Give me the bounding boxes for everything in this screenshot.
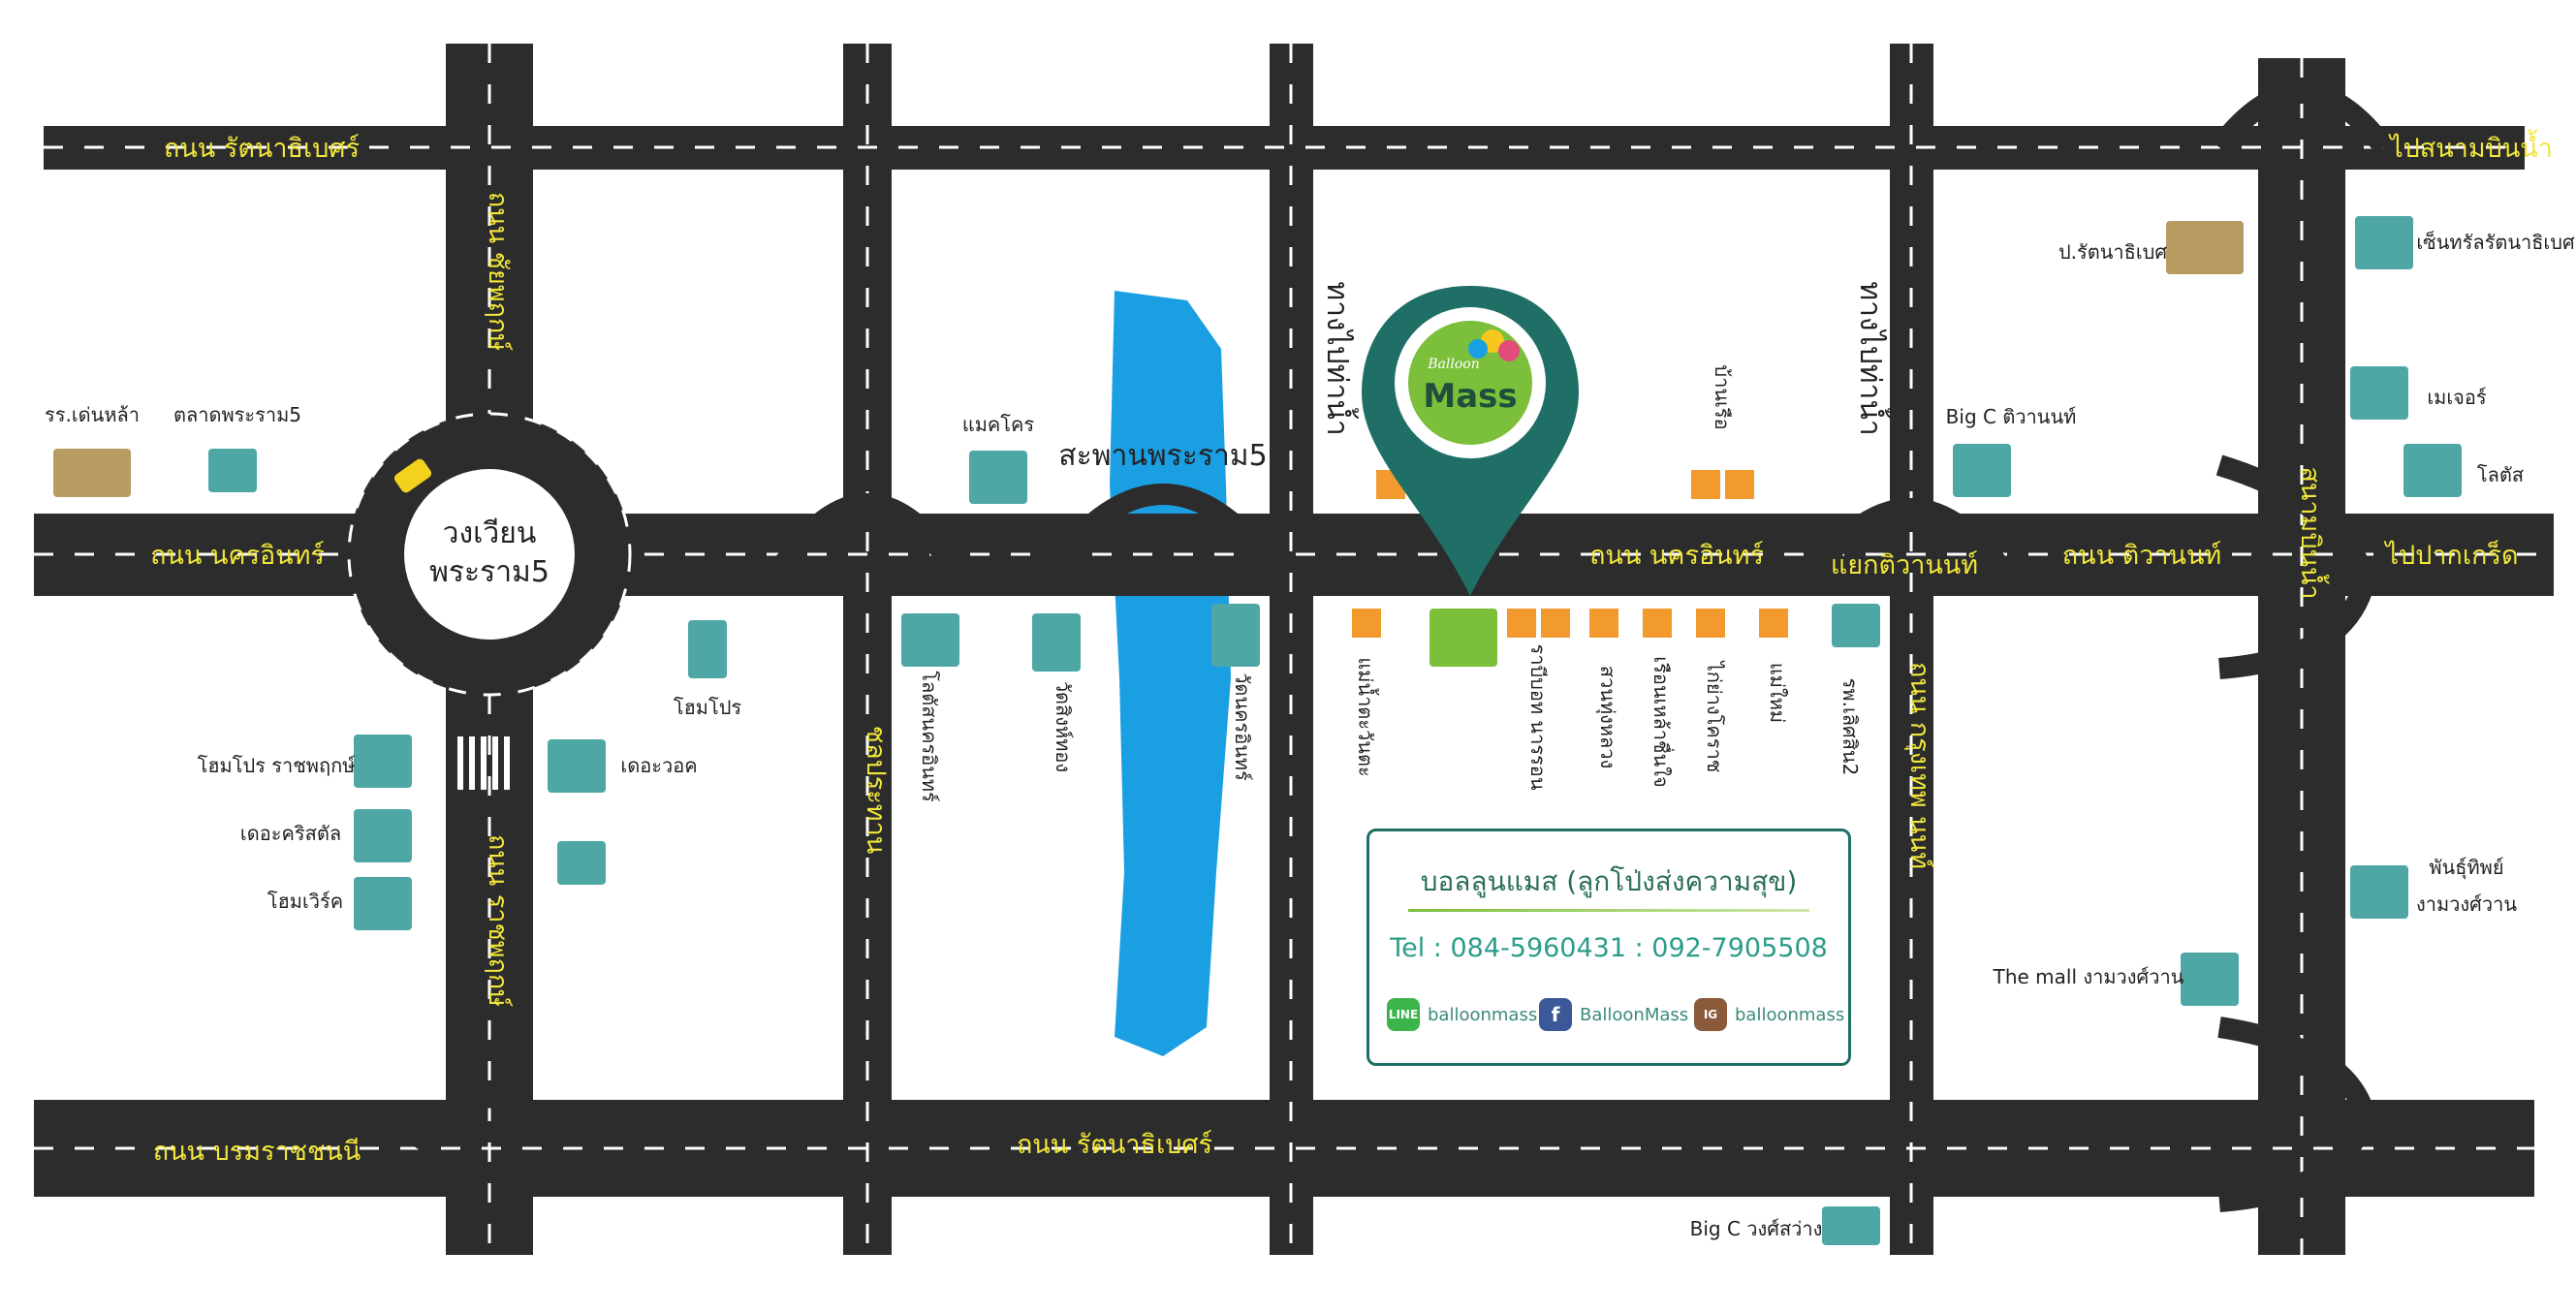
market-icon [2166, 221, 2244, 274]
overpasses [408, 82, 2393, 1212]
label-suan: สวนทุ่งหลวง [1595, 666, 1619, 769]
road-label-krungthep-nonthaburi: ถนน กรุงเทพ นนท์ [1903, 662, 1935, 869]
road-label-tiwanon-junction: แยกติวานนท์ [1831, 549, 1978, 580]
crosswalk [457, 736, 510, 790]
pin-brand: Mass [1423, 377, 1517, 416]
roundabout-center [404, 469, 575, 640]
label-ruen: เรือนเหล้าชื่นใจ [1649, 656, 1675, 788]
instagram-link[interactable]: IG balloonmass [1694, 996, 1844, 1033]
road-label-ratthanathibet-bottom: ถนน รัตนาธิเบศร์ [1017, 1129, 1212, 1160]
label-hospital: รพ.เลิศสิน2 [1838, 678, 1862, 776]
label-school: รร.เด่นหล้า [45, 403, 140, 426]
label-wat-nakhon: วัดนครอินทร์ [1231, 673, 1254, 781]
instagram-id: balloonmass [1735, 1004, 1845, 1025]
road-label-sanambinnam-v: สนามบินน้ำ [2295, 466, 2330, 599]
road-label-tiwanon: ถนน ติวานนท์ [2062, 540, 2221, 571]
label-makro: แมคโคร [962, 413, 1035, 436]
label-ngamwong: งามวงศ์วาน [2416, 892, 2517, 916]
facebook-icon: f [1539, 998, 1572, 1031]
to-pier-label-1: ทางไปท่าน้ำ [1320, 281, 1359, 435]
shop-icons [1352, 470, 1788, 638]
label-lotus: โลตัส [2477, 463, 2524, 486]
road-to-pier-1 [1270, 44, 1313, 1255]
road-chonprathan [843, 44, 892, 1255]
line-link[interactable]: LINE balloonmass [1387, 996, 1537, 1033]
label-bigc-wong: Big C วงศ์สว่าง [1690, 1217, 1823, 1240]
school-icon [53, 449, 131, 497]
road-label-nakhon-in-left: ถนน นครอินทร์ [150, 540, 325, 571]
label-crystal: เดอะคริสตัล [240, 822, 341, 845]
divider [1408, 909, 1809, 912]
road-label-ratchaphruek: ถนน ราชพฤกษ์ [483, 834, 514, 1008]
label-the-walk: เดอะวอค [620, 754, 697, 777]
line-id: balloonmass [1428, 1004, 1538, 1025]
road-label-ratthanathibet-top: ถนน รัตนาธิเบศร์ [164, 133, 360, 164]
label-bigc-tiwanon: Big C ติวานนท์ [1946, 405, 2077, 428]
label-major: เมเจอร์ [2427, 386, 2487, 409]
roundabout-line2: พระราม5 [429, 555, 550, 589]
label-market: ตลาดพระราม5 [173, 403, 301, 426]
contact-tel[interactable]: Tel : 084-5960431 : 092-7905508 [1390, 933, 1828, 963]
river [1110, 291, 1231, 1056]
label-homepro: โฮมโปร [674, 696, 742, 719]
facebook-id: BalloonMass [1580, 1004, 1689, 1025]
label-ratthana-market: ป.รัตนาธิเบศ [2058, 240, 2167, 264]
pin-small-label: Balloon [1427, 357, 1479, 372]
road-label-chonprathan: ชลประทาน [861, 726, 891, 854]
contact-card: บอลลูนแมส (ลูกโป่งส่งความสุข) Tel : 084-… [1367, 829, 1851, 1066]
roundabout-line1: วงเวียน [443, 516, 537, 550]
instagram-icon: IG [1694, 998, 1727, 1031]
label-rabi-bot: ราบีบอท นารรอน [1526, 644, 1550, 791]
balloon-mass-pin[interactable]: Balloon Mass [1362, 286, 1579, 596]
label-mae: แม่ใหม่ [1766, 663, 1789, 723]
road-label-boromma: ถนน บรมราชชนนี [153, 1137, 361, 1167]
road-label-chaiyaphruek: ถนน ชัยพฤกษ์ [483, 192, 514, 352]
label-central: เซ็นทรัลรัตนาธิเบศ [2416, 230, 2575, 254]
car-icon [393, 458, 432, 493]
label-homepro-rp: โฮมโปร ราชพฤกษ์ [198, 754, 356, 777]
contact-title: บอลลูนแมส (ลูกโป่งส่งความสุข) [1420, 865, 1798, 897]
to-pier-label-2: ทางไปท่าน้ำ [1853, 281, 1892, 435]
label-boat: บ้านเรือ [1711, 364, 1734, 429]
bridge-label: สะพานพระราม5 [1058, 439, 1267, 473]
label-ma-nam: แม่น้ำตะวันตะ [1354, 657, 1379, 776]
facebook-link[interactable]: f BalloonMass [1539, 996, 1688, 1033]
road-label-sanambinnam: ไปสนามบินน้ำ [2388, 129, 2553, 164]
label-kai-yang: ไก่ย่างโคราช [1703, 660, 1726, 773]
road-label-nakhon-in-right: ถนน นครอินทร์ [1589, 540, 1764, 571]
line-icon: LINE [1387, 998, 1420, 1031]
building-icons [208, 216, 2462, 1245]
label-lotus-rama5: โลตัสนครอินทร์ [918, 671, 941, 802]
label-wat-sing: วัดสิงห์ทอง [1052, 681, 1075, 772]
road-label-pak-kret: ไปปากเกร็ด [2384, 538, 2519, 571]
label-homework: โฮมเวิร์ค [267, 890, 343, 913]
road-krungthep-nonthaburi [1890, 44, 1933, 1255]
label-panthip: พันธุ์ทิพย์ [2429, 856, 2503, 880]
label-the-mall: The mall งามวงศ์วาน [1993, 965, 2184, 988]
